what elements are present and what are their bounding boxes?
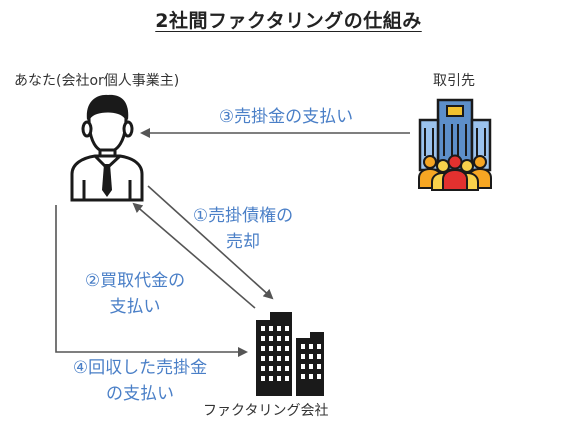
- step2-line2: 支払い: [109, 297, 161, 317]
- step1-label: ①売掛債権の 売却: [178, 203, 308, 255]
- factoring-company-label: ファクタリング会社: [203, 403, 329, 419]
- client-company-icon: [418, 98, 492, 191]
- step1-line1: ①売掛債権の: [192, 206, 294, 226]
- step3-text: ③売掛金の支払い: [218, 107, 354, 127]
- step2-line1: ②買取代金の: [84, 271, 186, 291]
- step2-label: ②買取代金の 支払い: [70, 268, 200, 320]
- step3-label: ③売掛金の支払い: [186, 104, 386, 130]
- step4-line1: ④回収した売掛金: [72, 358, 208, 378]
- diagram-title: 2社間ファクタリングの仕組み: [155, 10, 422, 32]
- factoring-company-building-icon: [256, 312, 324, 396]
- step4-label: ④回収した売掛金 の支払い: [55, 355, 225, 407]
- you-label: あなた(会社or個人事業主): [14, 73, 180, 89]
- arrow-step2: [132, 202, 256, 309]
- businessman-icon: [70, 94, 144, 202]
- client-label: 取引先: [433, 73, 475, 89]
- arrow-step1: [147, 185, 274, 300]
- arrow-step4: [55, 205, 248, 357]
- step4-line2: の支払い: [106, 384, 174, 404]
- step1-line2: 売却: [226, 232, 260, 252]
